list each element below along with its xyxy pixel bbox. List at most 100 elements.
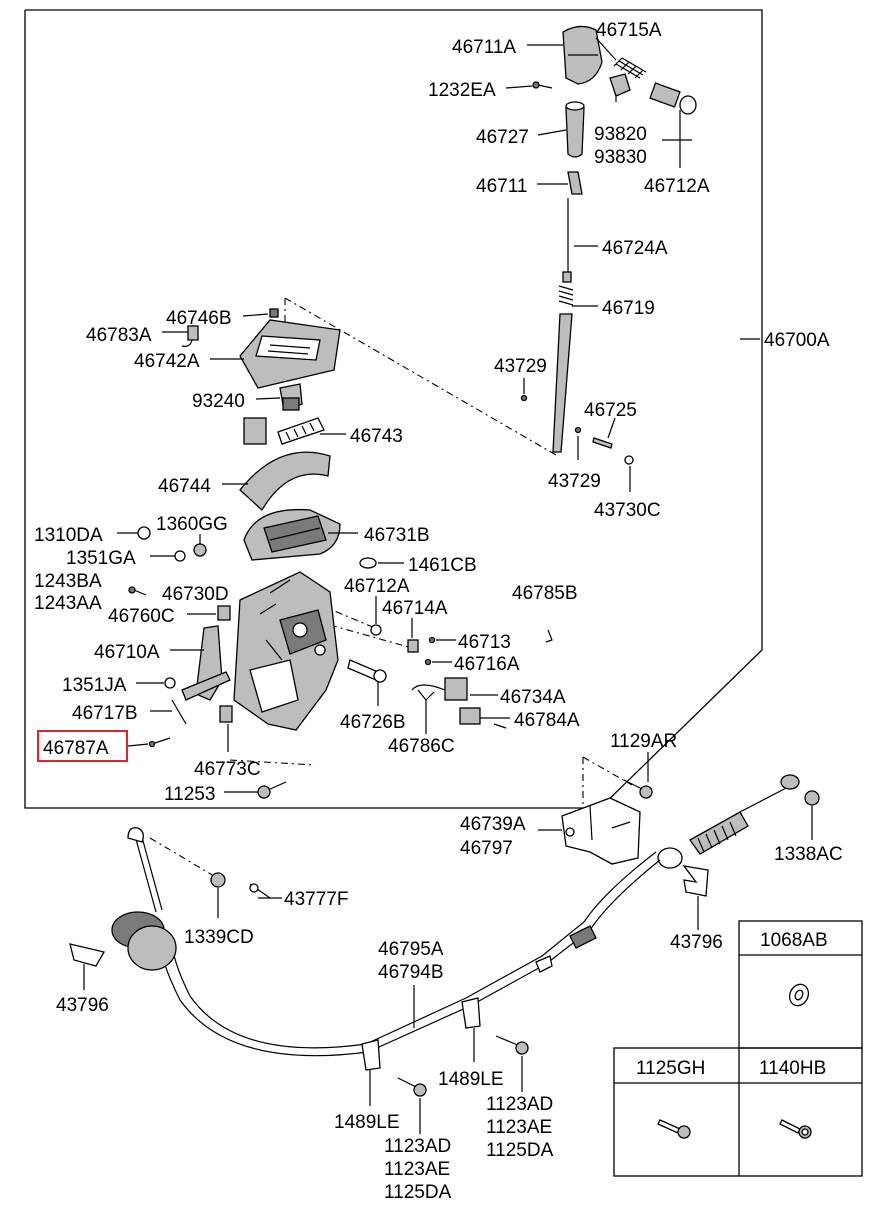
callout-46786C[interactable]: 46786C xyxy=(388,736,455,757)
callout-46742A[interactable]: 46742A xyxy=(134,351,200,372)
callout-46739A[interactable]: 46739A xyxy=(460,814,526,835)
callout-1123AD-right[interactable]: 1123AD xyxy=(486,1094,553,1115)
callout-46734A[interactable]: 46734A xyxy=(500,687,566,708)
clip-43730C xyxy=(624,455,634,465)
callout-46785B[interactable]: 46785B xyxy=(512,583,578,604)
callout-46773C[interactable]: 46773C xyxy=(194,759,261,780)
callout-46727[interactable]: 46727 xyxy=(476,127,529,148)
callout-43796-left[interactable]: 43796 xyxy=(56,995,109,1016)
switch-93240 xyxy=(279,383,303,411)
callout-1125DA-right[interactable]: 1125DA xyxy=(486,1140,554,1161)
callout-46717B[interactable]: 46717B xyxy=(72,703,138,724)
cover-46744 xyxy=(239,451,331,512)
small-parts-46713-46716A xyxy=(424,636,436,666)
harness-46786C xyxy=(417,689,435,701)
callout-1232EA[interactable]: 1232EA xyxy=(428,80,496,101)
link-46717B xyxy=(171,671,231,725)
bolt-icon xyxy=(779,1119,812,1139)
callout-46731B[interactable]: 46731B xyxy=(364,525,430,546)
callout-1243AA[interactable]: 1243AA xyxy=(34,593,102,614)
callout-46714A[interactable]: 46714A xyxy=(382,598,448,619)
clip-43796-right xyxy=(682,865,709,897)
rod-spring-46719 xyxy=(558,285,574,306)
shift-knob-46711A xyxy=(562,25,603,85)
callout-43729-a[interactable]: 43729 xyxy=(494,356,547,377)
callout-1351JA[interactable]: 1351JA xyxy=(62,675,127,696)
callout-1125DA-left[interactable]: 1125DA xyxy=(384,1182,452,1203)
callout-43777F[interactable]: 43777F xyxy=(284,889,348,910)
callout-46746B[interactable]: 46746B xyxy=(166,308,232,329)
callout-46713[interactable]: 46713 xyxy=(458,632,511,653)
callout-46724A[interactable]: 46724A xyxy=(602,238,668,259)
bolt-1129AR xyxy=(623,779,653,799)
callout-46716A[interactable]: 46716A xyxy=(454,654,520,675)
callout-46794B[interactable]: 46794B xyxy=(378,962,444,983)
callout-1489LE-right[interactable]: 1489LE xyxy=(438,1069,504,1090)
callout-46783A[interactable]: 46783A xyxy=(86,325,152,346)
shift-rod-46724A xyxy=(562,198,572,283)
callout-43729-b[interactable]: 43729 xyxy=(548,471,601,492)
nut-1338AC xyxy=(804,790,820,806)
cap-46784A xyxy=(459,707,507,729)
bolts-1123AD xyxy=(397,1035,529,1097)
callout-46787A[interactable]: 46787A xyxy=(43,738,109,759)
callout-1123AE-left[interactable]: 1123AE xyxy=(384,1159,450,1180)
callout-93820[interactable]: 93820 xyxy=(594,124,647,145)
callout-46712A-top[interactable]: 46712A xyxy=(644,176,710,197)
legend-table-lower: 1125GH 1140HB xyxy=(613,1047,863,1177)
pin-46773C xyxy=(219,705,233,723)
shift-lever-end xyxy=(111,827,177,971)
callout-46725[interactable]: 46725 xyxy=(584,400,637,421)
callout-46797[interactable]: 46797 xyxy=(460,838,513,859)
callout-11253[interactable]: 11253 xyxy=(164,784,215,805)
callout-46719[interactable]: 46719 xyxy=(602,298,655,319)
callout-46711A[interactable]: 46711A xyxy=(452,37,516,58)
callout-1351GA[interactable]: 1351GA xyxy=(66,548,136,569)
callout-93830[interactable]: 93830 xyxy=(594,147,647,168)
callout-46700A[interactable]: 46700A xyxy=(764,330,830,351)
button-bushing-46712A xyxy=(649,82,697,115)
housing-cover-46731B xyxy=(243,508,341,561)
part-callouts: 46711A 46715A 1232EA 46727 93820 93830 4… xyxy=(34,20,843,1203)
clip-43796-left xyxy=(69,943,105,967)
callout-93240[interactable]: 93240 xyxy=(192,391,245,412)
callout-46711[interactable]: 46711 xyxy=(476,176,527,197)
highlight-box-46787A xyxy=(37,730,128,762)
nut-1339CD xyxy=(210,872,226,888)
callout-46743[interactable]: 46743 xyxy=(350,426,403,447)
callout-1243BA[interactable]: 1243BA xyxy=(34,571,102,592)
callout-1461CB[interactable]: 1461CB xyxy=(408,555,477,576)
callout-46710A[interactable]: 46710A xyxy=(94,642,160,663)
callout-46744[interactable]: 46744 xyxy=(158,476,211,497)
callout-1489LE-left[interactable]: 1489LE xyxy=(334,1112,400,1133)
callout-46784A[interactable]: 46784A xyxy=(514,710,580,731)
callout-43796-right[interactable]: 43796 xyxy=(670,932,723,953)
assembly-frame xyxy=(24,9,763,809)
legend-table-upper: 1068AB xyxy=(738,920,863,1049)
callout-46760C[interactable]: 46760C xyxy=(108,606,175,627)
bushing-46760C xyxy=(217,605,231,621)
socket-46783A xyxy=(181,325,199,347)
callout-1123AE-right[interactable]: 1123AE xyxy=(486,1117,552,1138)
callout-46795A[interactable]: 46795A xyxy=(378,939,444,960)
pin-46725 xyxy=(592,437,613,449)
pin-43729 xyxy=(520,394,582,434)
callout-43730C[interactable]: 43730C xyxy=(594,500,661,521)
clip-46711 xyxy=(567,171,583,195)
callout-46726B[interactable]: 46726B xyxy=(340,712,406,733)
callout-1338AC[interactable]: 1338AC xyxy=(774,844,843,865)
cable-clamp-1489LE xyxy=(361,997,481,1071)
callout-1310DA[interactable]: 1310DA xyxy=(34,525,103,546)
callout-46715A[interactable]: 46715A xyxy=(596,20,662,41)
screws-1243BA xyxy=(128,586,147,596)
callout-1123AD-left[interactable]: 1123AD xyxy=(384,1136,451,1157)
callout-46712A-mid[interactable]: 46712A xyxy=(344,576,410,597)
pin-43777F xyxy=(249,883,271,899)
push-button-93820 xyxy=(609,73,631,97)
bulb-46746B xyxy=(269,308,279,318)
callout-1360GG[interactable]: 1360GG xyxy=(156,514,228,535)
callout-1339CD[interactable]: 1339CD xyxy=(184,927,254,948)
callout-46730D[interactable]: 46730D xyxy=(162,584,229,605)
callout-1129AR[interactable]: 1129AR xyxy=(610,731,677,752)
